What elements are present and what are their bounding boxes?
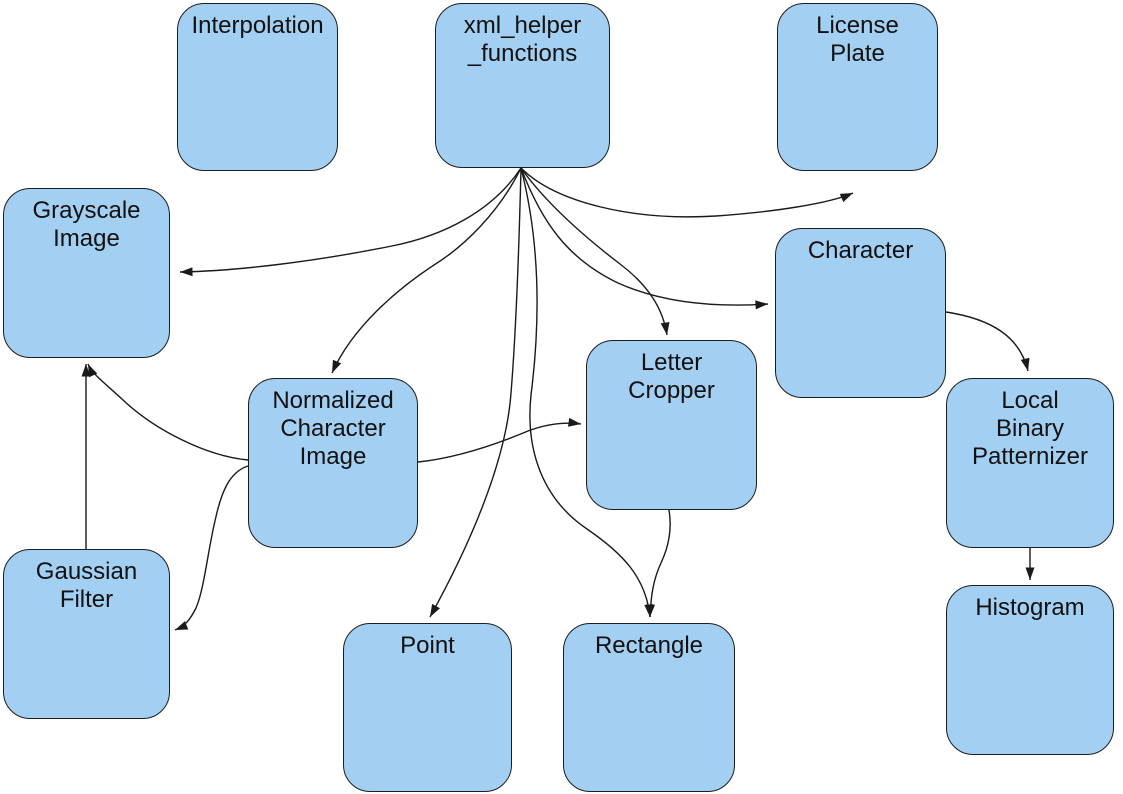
node-local_binary_patternizer: Local Binary Patternizer xyxy=(946,378,1114,548)
edge-xml_helper_functions-to-grayscale_image xyxy=(179,167,522,277)
node-label: Character xyxy=(807,237,914,264)
edge-xml_helper_functions-to-license_plate xyxy=(520,167,854,218)
edge-xml_helper_functions-to-letter_cropper xyxy=(520,167,670,336)
edge-xml_helper_functions-to-normalized_character_image xyxy=(331,167,522,374)
edge-letter_cropper-to-rectangle xyxy=(646,509,671,618)
node-license_plate: License Plate xyxy=(777,3,938,171)
node-histogram: Histogram xyxy=(946,585,1114,755)
edge-normalized_character_image-to-grayscale_image xyxy=(87,363,249,461)
edge-xml_helper_functions-to-point xyxy=(429,167,522,618)
node-grayscale_image: Grayscale Image xyxy=(3,188,170,358)
node-label: xml_helper _functions xyxy=(463,12,582,67)
node-normalized_character_image: Normalized Character Image xyxy=(248,378,418,548)
node-label: Point xyxy=(400,632,455,659)
node-label: Interpolation xyxy=(191,12,324,39)
node-label: Gaussian Filter xyxy=(35,558,138,613)
node-label: Rectangle xyxy=(594,632,704,659)
node-character: Character xyxy=(775,228,946,398)
node-letter_cropper: Letter Cropper xyxy=(586,340,757,510)
edge-character-to-local_binary_patternizer xyxy=(945,311,1030,372)
edge-xml_helper_functions-to-character xyxy=(520,167,769,310)
node-label: Grayscale Image xyxy=(32,197,141,252)
node-label: Local Binary Patternizer xyxy=(971,387,1089,470)
node-rectangle: Rectangle xyxy=(563,623,735,792)
node-xml_helper_functions: xml_helper _functions xyxy=(435,3,610,168)
node-interpolation: Interpolation xyxy=(177,3,338,171)
node-label: License Plate xyxy=(816,12,899,67)
edge-xml_helper_functions-to-rectangle xyxy=(520,167,654,618)
node-label: Normalized Character Image xyxy=(272,387,394,470)
edge-normalized_character_image-to-gaussian_filter xyxy=(174,465,249,631)
edge-normalized_character_image-to-letter_cropper xyxy=(417,417,582,463)
node-gaussian_filter: Gaussian Filter xyxy=(3,549,170,719)
node-point: Point xyxy=(343,623,512,792)
node-label: Letter Cropper xyxy=(628,349,715,404)
node-label: Histogram xyxy=(975,594,1085,621)
